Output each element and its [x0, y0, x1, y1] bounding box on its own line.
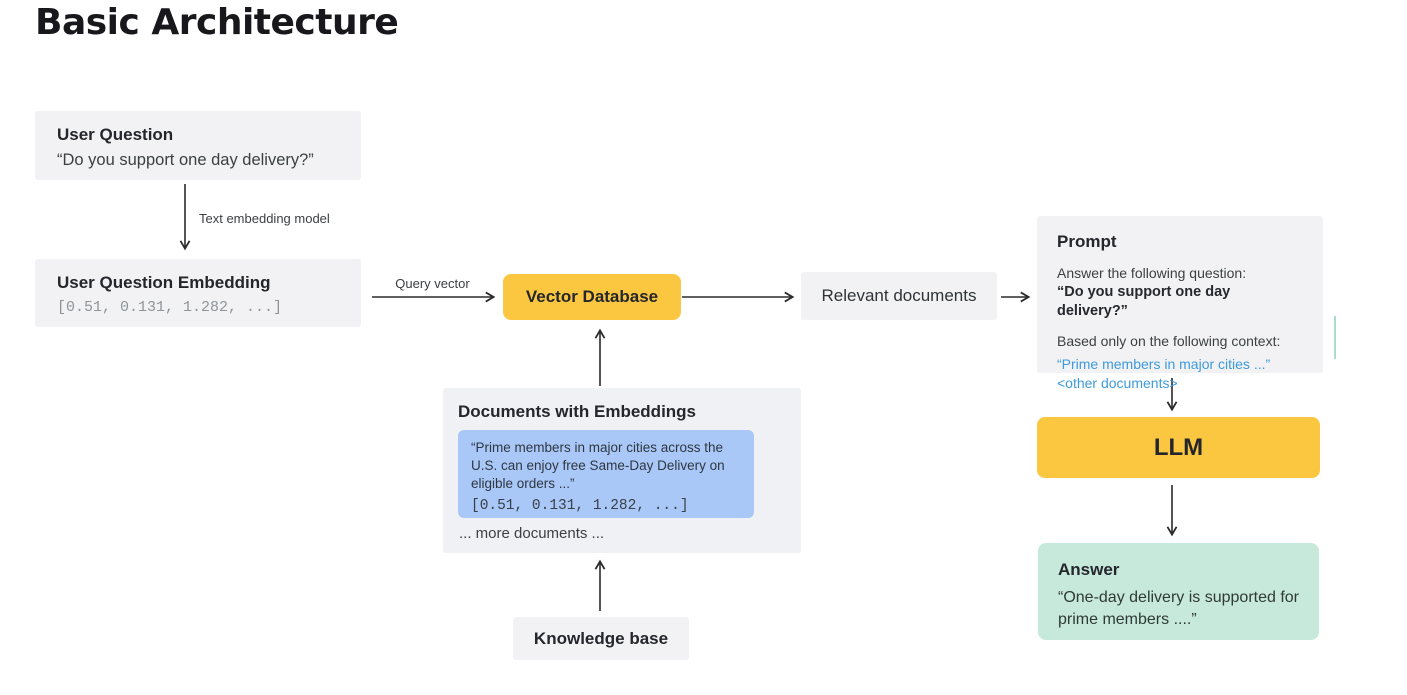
page-title: Basic Architecture — [35, 2, 399, 43]
prompt-question: “Do you support one day delivery?” — [1057, 283, 1231, 319]
prompt-other-docs: <other documents> — [1057, 374, 1178, 391]
vector-database-label: Vector Database — [525, 287, 659, 306]
user-question-title: User Question — [57, 125, 174, 144]
cursor-artifact — [1334, 316, 1336, 359]
embedded-document-vector: [0.51, 0.131, 1.282, ...] — [471, 498, 689, 515]
prompt-context-doc: “Prime members in major cities ...” — [1057, 356, 1271, 373]
embedded-document-chip: “Prime members in major cities across th… — [458, 430, 754, 518]
node-llm: LLM — [1037, 417, 1320, 478]
prompt-instruction: Answer the following question: — [1057, 265, 1247, 282]
node-vector-database: Vector Database — [503, 274, 681, 320]
relevant-documents-label: Relevant documents — [821, 286, 977, 305]
node-documents-with-embeddings: Documents with Embeddings “Prime members… — [443, 388, 801, 553]
llm-label: LLM — [1153, 433, 1204, 461]
edge-label-query-vector: Query vector — [395, 276, 470, 291]
user-question-embedding-vector: [0.51, 0.131, 1.282, ...] — [57, 299, 283, 317]
node-user-question: User Question “Do you support one day de… — [35, 111, 361, 180]
node-prompt: Prompt Answer the following question: “D… — [1037, 216, 1323, 391]
answer-text: “One-day delivery is supported for prime… — [1058, 589, 1299, 628]
user-question-text: “Do you support one day delivery?” — [57, 151, 314, 170]
node-knowledge-base: Knowledge base — [513, 617, 689, 660]
knowledge-base-label: Knowledge base — [533, 628, 669, 648]
answer-title: Answer — [1058, 560, 1120, 579]
embedded-document-text: “Prime members in major cities across th… — [471, 440, 725, 491]
node-relevant-documents: Relevant documents — [801, 272, 997, 320]
node-user-question-embedding: User Question Embedding [0.51, 0.131, 1.… — [35, 259, 361, 327]
user-question-embedding-title: User Question Embedding — [57, 273, 271, 292]
documents-with-embeddings-title: Documents with Embeddings — [458, 402, 697, 421]
prompt-context-intro: Based only on the following context: — [1057, 332, 1281, 349]
more-documents-label: ... more documents ... — [459, 525, 605, 542]
prompt-title: Prompt — [1057, 232, 1117, 251]
edge-label-text-embedding-model: Text embedding model — [199, 211, 330, 226]
node-answer: Answer “One-day delivery is supported fo… — [1038, 543, 1319, 640]
